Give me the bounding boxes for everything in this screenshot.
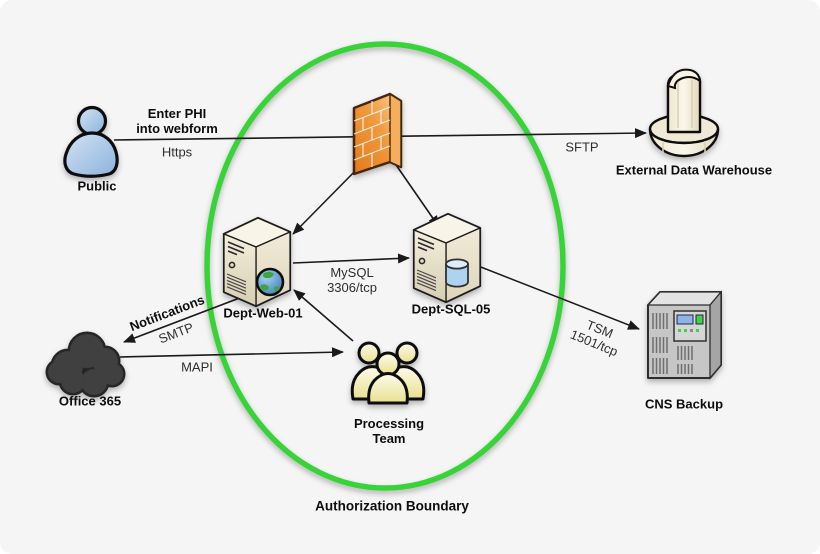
edge-smtp-line	[123, 290, 259, 343]
data-warehouse-icon	[648, 68, 720, 158]
node-label-dept-sql: Dept-SQL-05	[411, 301, 491, 317]
firewall-brick-wall-icon	[352, 92, 403, 176]
backup-server-icon	[646, 290, 723, 380]
node-label-external-warehouse: External Data Warehouse	[615, 162, 773, 178]
node-label-cns-backup: CNS Backup	[644, 396, 724, 412]
database-icon	[445, 258, 469, 288]
authorization-boundary-ellipse	[204, 41, 566, 491]
tower-server-globe-icon	[222, 216, 292, 308]
person-icon	[63, 105, 119, 178]
label-mysql: MySQL 3306/tcp	[327, 265, 377, 295]
label-https: Https	[161, 144, 193, 160]
edge-firewall-to-web-line	[292, 162, 364, 235]
control-panel	[673, 310, 707, 342]
node-label-public: Public	[77, 178, 117, 194]
globe-icon	[255, 267, 285, 297]
edge-team-to-web-line	[293, 289, 354, 342]
edge-firewall-to-sql-line	[393, 161, 440, 228]
tower-server-database-icon	[412, 212, 482, 304]
label-mapi: MAPI	[181, 359, 213, 375]
edge-mapi-line	[119, 347, 344, 358]
node-label-dept-web: Dept-Web-01	[223, 305, 303, 321]
edge-mysql-line	[292, 253, 410, 264]
label-sftp: SFTP	[565, 139, 599, 155]
edge-tsm-line	[467, 261, 640, 330]
node-label-processing-team: Processing Team	[353, 416, 425, 446]
node-label-office365: Office 365	[58, 393, 122, 409]
cloud-icon	[45, 331, 126, 398]
label-webform-action: Enter PHI into webform	[136, 106, 218, 136]
people-group-icon	[350, 341, 426, 405]
label-authorization-boundary: Authorization Boundary	[315, 498, 469, 514]
